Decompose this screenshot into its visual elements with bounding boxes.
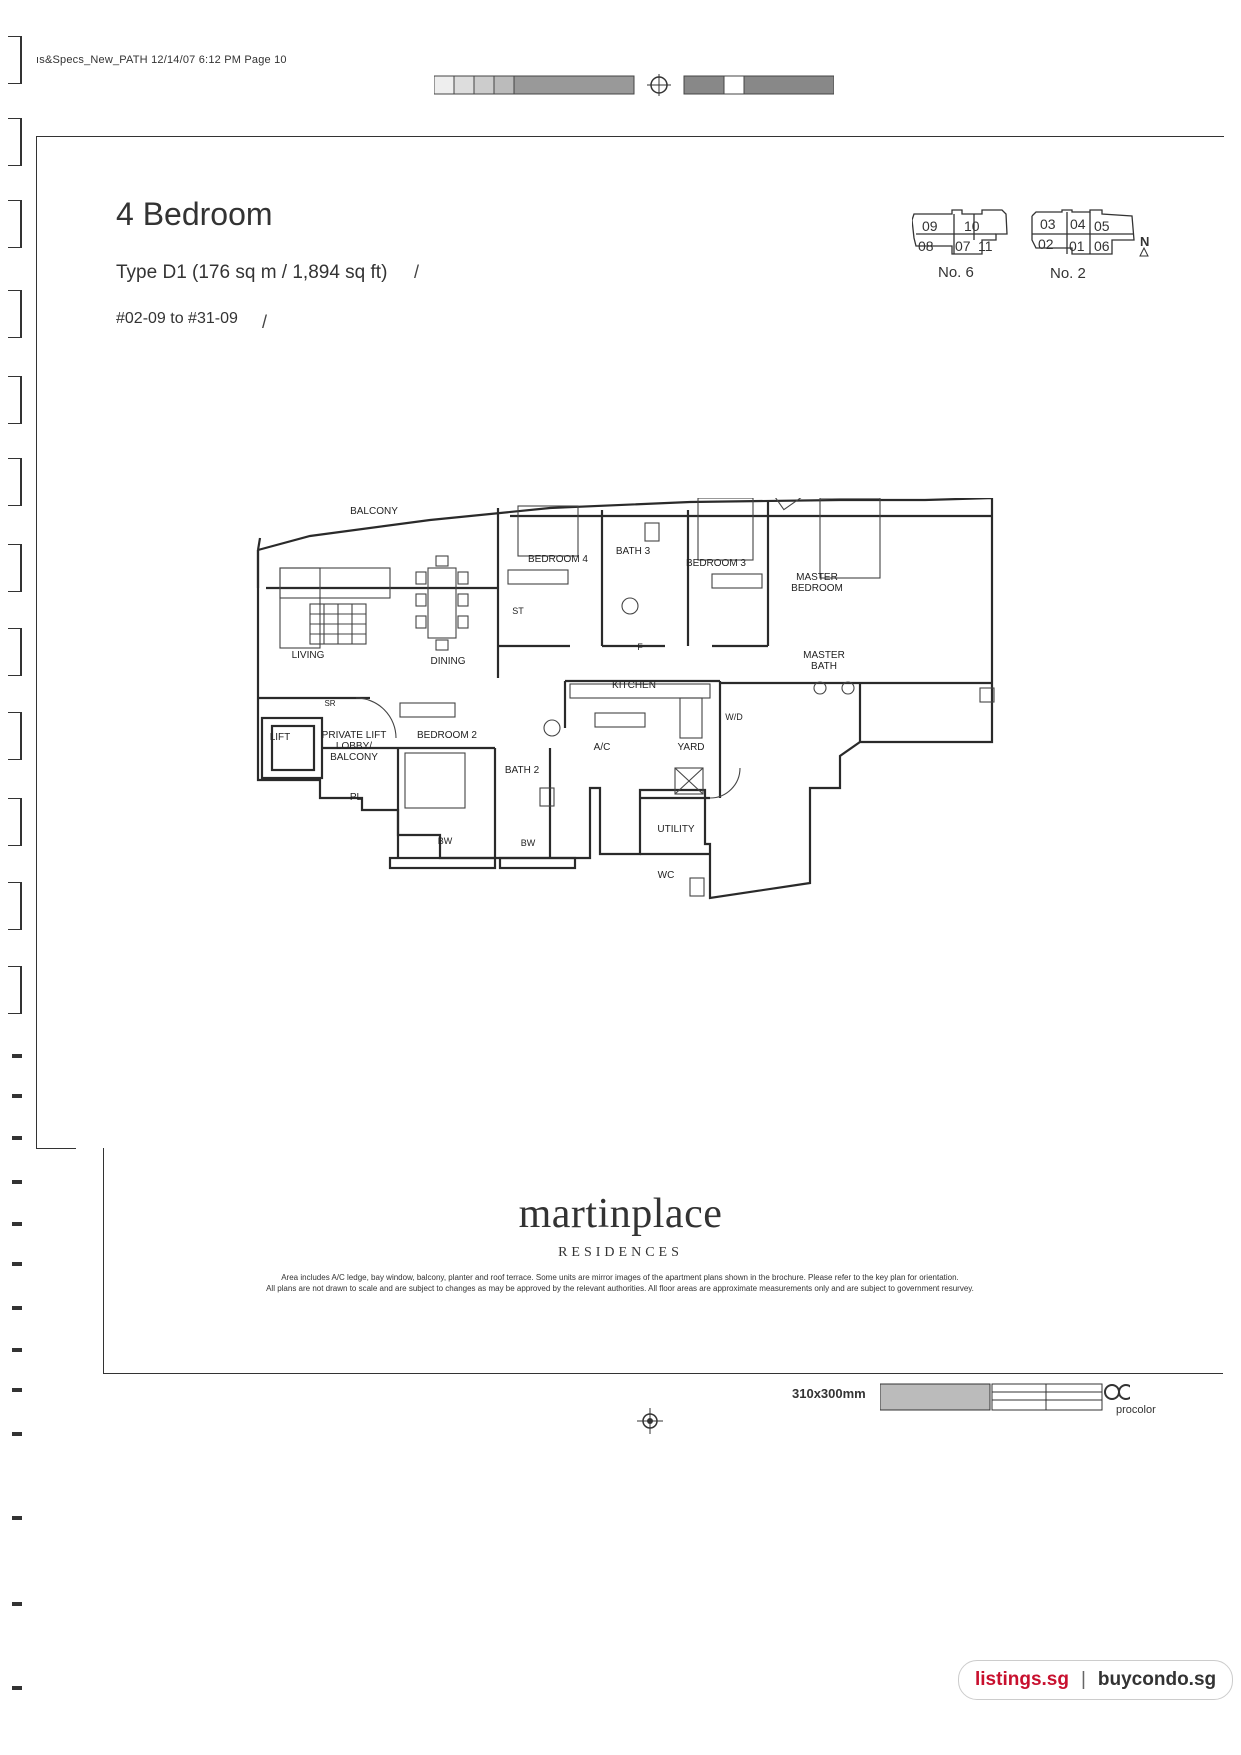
margin-tick	[12, 1262, 22, 1266]
room-label-lobby-2: LOBBY/	[336, 741, 372, 752]
key-plan: 09 10 08 07 11 No. 6 03 04 05 02 01 06 N…	[912, 209, 1149, 282]
margin-tick	[12, 1180, 22, 1184]
keyplan-block6-label: No. 6	[938, 264, 974, 281]
margin-tick	[12, 1516, 22, 1520]
crop-mark	[8, 200, 22, 248]
room-label-f: F	[637, 642, 643, 652]
disclaimer-line-1: Area includes A/C ledge, bay window, bal…	[281, 1273, 959, 1282]
print-slug: ıs&Specs_New_PATH 12/14/07 6:12 PM Page …	[36, 54, 287, 66]
page-frame-left	[36, 136, 37, 1148]
margin-tick	[12, 1094, 22, 1098]
crop-mark	[8, 118, 22, 166]
room-label-master-bath: MASTER	[803, 650, 845, 661]
crop-mark	[8, 544, 22, 592]
page-frame-step	[36, 1148, 76, 1149]
room-label-dining: DINING	[431, 656, 466, 667]
room-label-bedroom2: BEDROOM 2	[417, 730, 477, 741]
bay-window-label: BW	[521, 838, 536, 848]
room-label-wd: W/D	[725, 712, 743, 722]
unit-range: #02-09 to #31-09	[116, 310, 238, 327]
crop-mark	[8, 712, 22, 760]
room-label-master-bedroom-2: BEDROOM	[791, 583, 843, 594]
crop-mark	[8, 798, 22, 846]
printer-logo: procolor	[1116, 1404, 1156, 1416]
keyplan-unit-03: 03	[1040, 216, 1056, 232]
page-frame-left-lower	[103, 1148, 104, 1373]
margin-tick	[12, 1348, 22, 1352]
unit-type-area: Type D1 (176 sq m / 1,894 sq ft)	[116, 262, 388, 283]
pen-tick-mark: /	[414, 262, 420, 282]
keyplan-block2-label: No. 2	[1050, 265, 1086, 282]
margin-tick	[12, 1432, 22, 1436]
page-frame-bottom	[103, 1373, 1223, 1374]
room-label-bedroom3: BEDROOM 3	[686, 558, 746, 569]
room-label-master-bedroom: MASTER	[796, 572, 838, 583]
room-label-kitchen: KITCHEN	[612, 680, 656, 691]
keyplan-unit-09: 09	[922, 218, 938, 234]
pen-tick-mark: /	[262, 312, 268, 332]
keyplan-unit-08: 08	[918, 238, 934, 254]
keyplan-unit-07: 07	[955, 238, 971, 254]
room-label-lobby-3: BALCONY	[330, 752, 378, 763]
margin-tick	[12, 1388, 22, 1392]
keyplan-unit-05: 05	[1094, 218, 1110, 234]
page-frame-top	[36, 136, 1224, 137]
crop-mark	[8, 628, 22, 676]
room-label-utility: UTILITY	[657, 824, 695, 835]
room-label-master-bath-2: BATH	[811, 661, 837, 672]
crop-mark	[8, 36, 22, 84]
margin-tick	[12, 1136, 22, 1140]
room-label-st: ST	[512, 606, 524, 616]
buycondo-sg-link[interactable]: buycondo.sg	[1097, 1669, 1217, 1690]
crop-mark	[8, 458, 22, 506]
margin-tick	[12, 1306, 22, 1310]
keyplan-unit-11: 11	[978, 238, 993, 254]
registration-mark-icon	[637, 1408, 663, 1434]
room-label-yard: YARD	[677, 742, 704, 753]
keyplan-unit-10: 10	[964, 218, 980, 234]
north-arrow-label: N	[1140, 234, 1149, 249]
keyplan-unit-01: 01	[1069, 238, 1085, 254]
keyplan-unit-02: 02	[1038, 236, 1054, 252]
bay-window-label: BW	[438, 836, 453, 846]
margin-tick	[12, 1222, 22, 1226]
color-registration-strip	[434, 74, 834, 96]
disclaimer: Area includes A/C ledge, bay window, bal…	[200, 1272, 1040, 1294]
margin-tick	[12, 1054, 22, 1058]
room-label-bath2: BATH 2	[505, 765, 540, 776]
room-label-pl: PL	[350, 792, 363, 803]
listings-sg-link[interactable]: listings.sg	[975, 1669, 1069, 1690]
footer-separator: |	[1080, 1669, 1086, 1690]
room-label-bedroom4: BEDROOM 4	[528, 554, 588, 565]
room-label-living: LIVING	[292, 650, 325, 661]
keyplan-unit-04: 04	[1070, 216, 1086, 232]
room-label-wc: WC	[658, 870, 675, 881]
crop-mark	[8, 966, 22, 1014]
crop-mark	[8, 882, 22, 930]
margin-tick	[12, 1686, 22, 1690]
room-label-ac: A/C	[594, 742, 611, 753]
crop-mark	[8, 376, 22, 424]
room-label-lift: LIFT	[270, 732, 291, 743]
print-job-info-box	[880, 1383, 1130, 1411]
brand-subtitle: RESIDENCES	[558, 1245, 683, 1260]
print-size-label: 310x300mm	[792, 1386, 866, 1401]
margin-tick	[12, 1602, 22, 1606]
room-label-lobby: PRIVATE LIFT	[322, 730, 387, 741]
disclaimer-line-2: All plans are not drawn to scale and are…	[266, 1284, 974, 1293]
brand-logo: martinplace	[518, 1191, 723, 1237]
crop-mark	[8, 290, 22, 338]
room-label-balcony: BALCONY	[350, 506, 398, 517]
room-label-sr: SR	[324, 699, 335, 708]
floor-plan: BALCONY LIVING DINING BEDROOM 4 BATH 3 B…	[256, 498, 995, 900]
watermark-badge: listings.sg | buycondo.sg	[958, 1660, 1234, 1700]
north-arrow-icon	[1139, 246, 1149, 257]
keyplan-unit-06: 06	[1094, 238, 1110, 254]
room-label-bath3: BATH 3	[616, 546, 651, 557]
unit-title: 4 Bedroom	[116, 196, 273, 232]
